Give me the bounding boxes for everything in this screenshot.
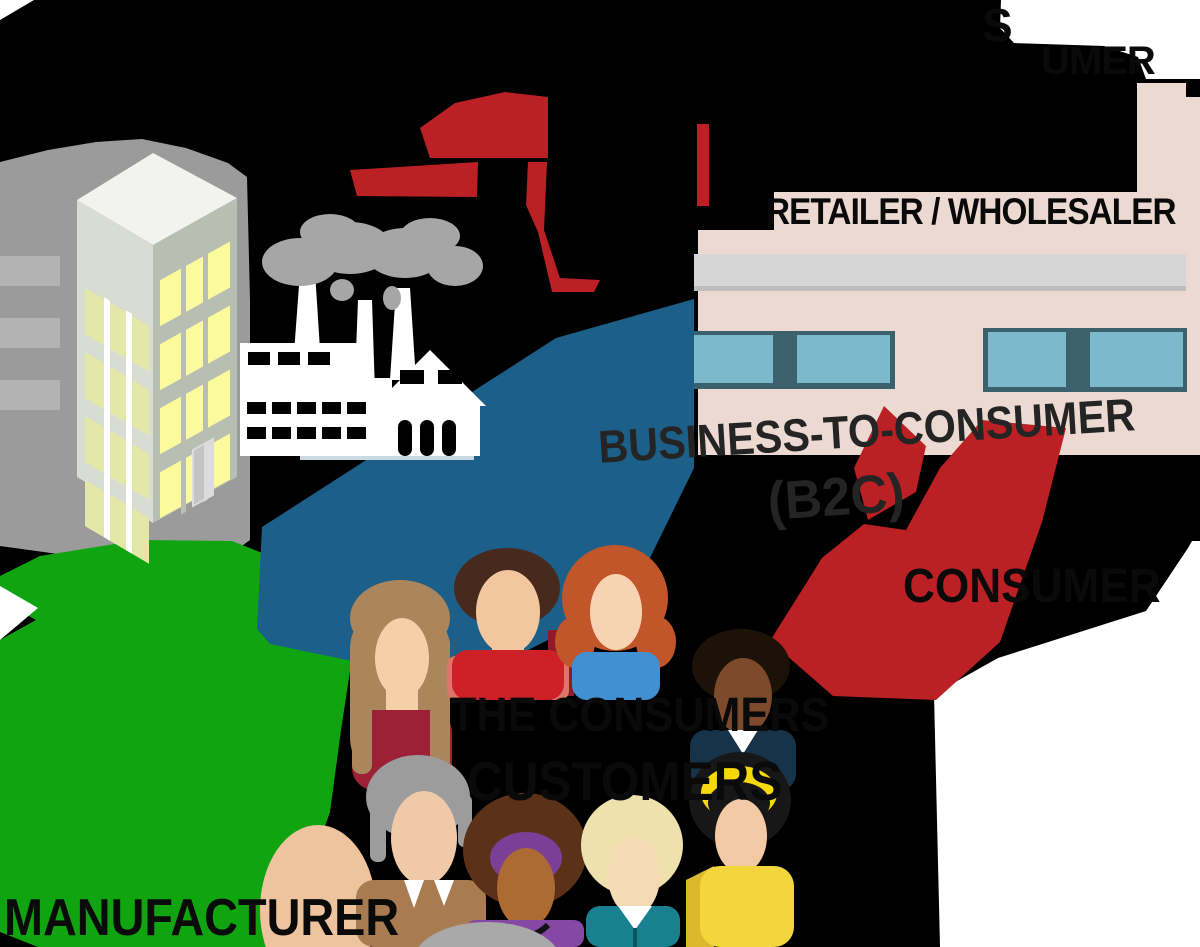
title-text-mass: [656, 80, 1137, 192]
retail-sign-band: [694, 254, 1186, 290]
office-building: [77, 153, 237, 564]
retailer-wholesaler-label: RETAILER / WHOLESALER: [766, 191, 1177, 232]
consumer-crowd: [260, 545, 796, 947]
person-woman-blueshirt: [555, 545, 676, 700]
white-wedge-left: [0, 586, 38, 640]
white-region-bottom-right: [934, 541, 1200, 947]
office-windows-right: [160, 241, 230, 519]
retail-window-pane: [797, 335, 890, 383]
white-corner-top-left: [0, 0, 34, 20]
title-fragment-line1: S: [982, 0, 1013, 51]
black-chevron-arrow: [757, 759, 929, 847]
factory-chimney: [390, 288, 416, 380]
retail-window-pane: [988, 332, 1066, 387]
factory: [240, 272, 486, 460]
person-woman-yellow: [686, 752, 794, 947]
manufacturer-label: MANUFACTURER: [4, 889, 400, 947]
background-shoulder: [260, 825, 376, 947]
factory-gable-roof: [374, 350, 486, 406]
b2c-label-line2: (B2C): [765, 462, 907, 532]
retail-window-pane: [691, 335, 773, 383]
crowd-label-line2: CUSTOMERS: [467, 750, 783, 812]
office-roof: [77, 153, 237, 245]
title-fragment-line2: UMER: [1041, 39, 1156, 83]
backdrop-window-tab: [0, 256, 60, 286]
b2b-red-arrow: [350, 92, 709, 292]
retail-sign-border: [694, 286, 1186, 291]
person-head-bottom: [418, 922, 556, 947]
person-man-redshirt: [447, 548, 569, 700]
office-windows-left: [85, 288, 149, 564]
backdrop-window-tab: [0, 318, 60, 348]
white-cloud-top-right: [1000, 0, 1200, 79]
retail-window-pane: [1090, 332, 1183, 387]
smoke-cloud: [262, 214, 483, 310]
person-blonde-teal: [581, 795, 683, 947]
factory-main-block: [240, 378, 392, 456]
green-consumer-arrow: [0, 540, 352, 947]
backdrop-window-tab: [0, 380, 60, 410]
consumer-label: CONSUMER: [903, 560, 1161, 613]
crowd-label-line1: THE CONSUMERS: [450, 689, 830, 742]
retail-to-consumer-red-arrow: [770, 406, 1066, 700]
